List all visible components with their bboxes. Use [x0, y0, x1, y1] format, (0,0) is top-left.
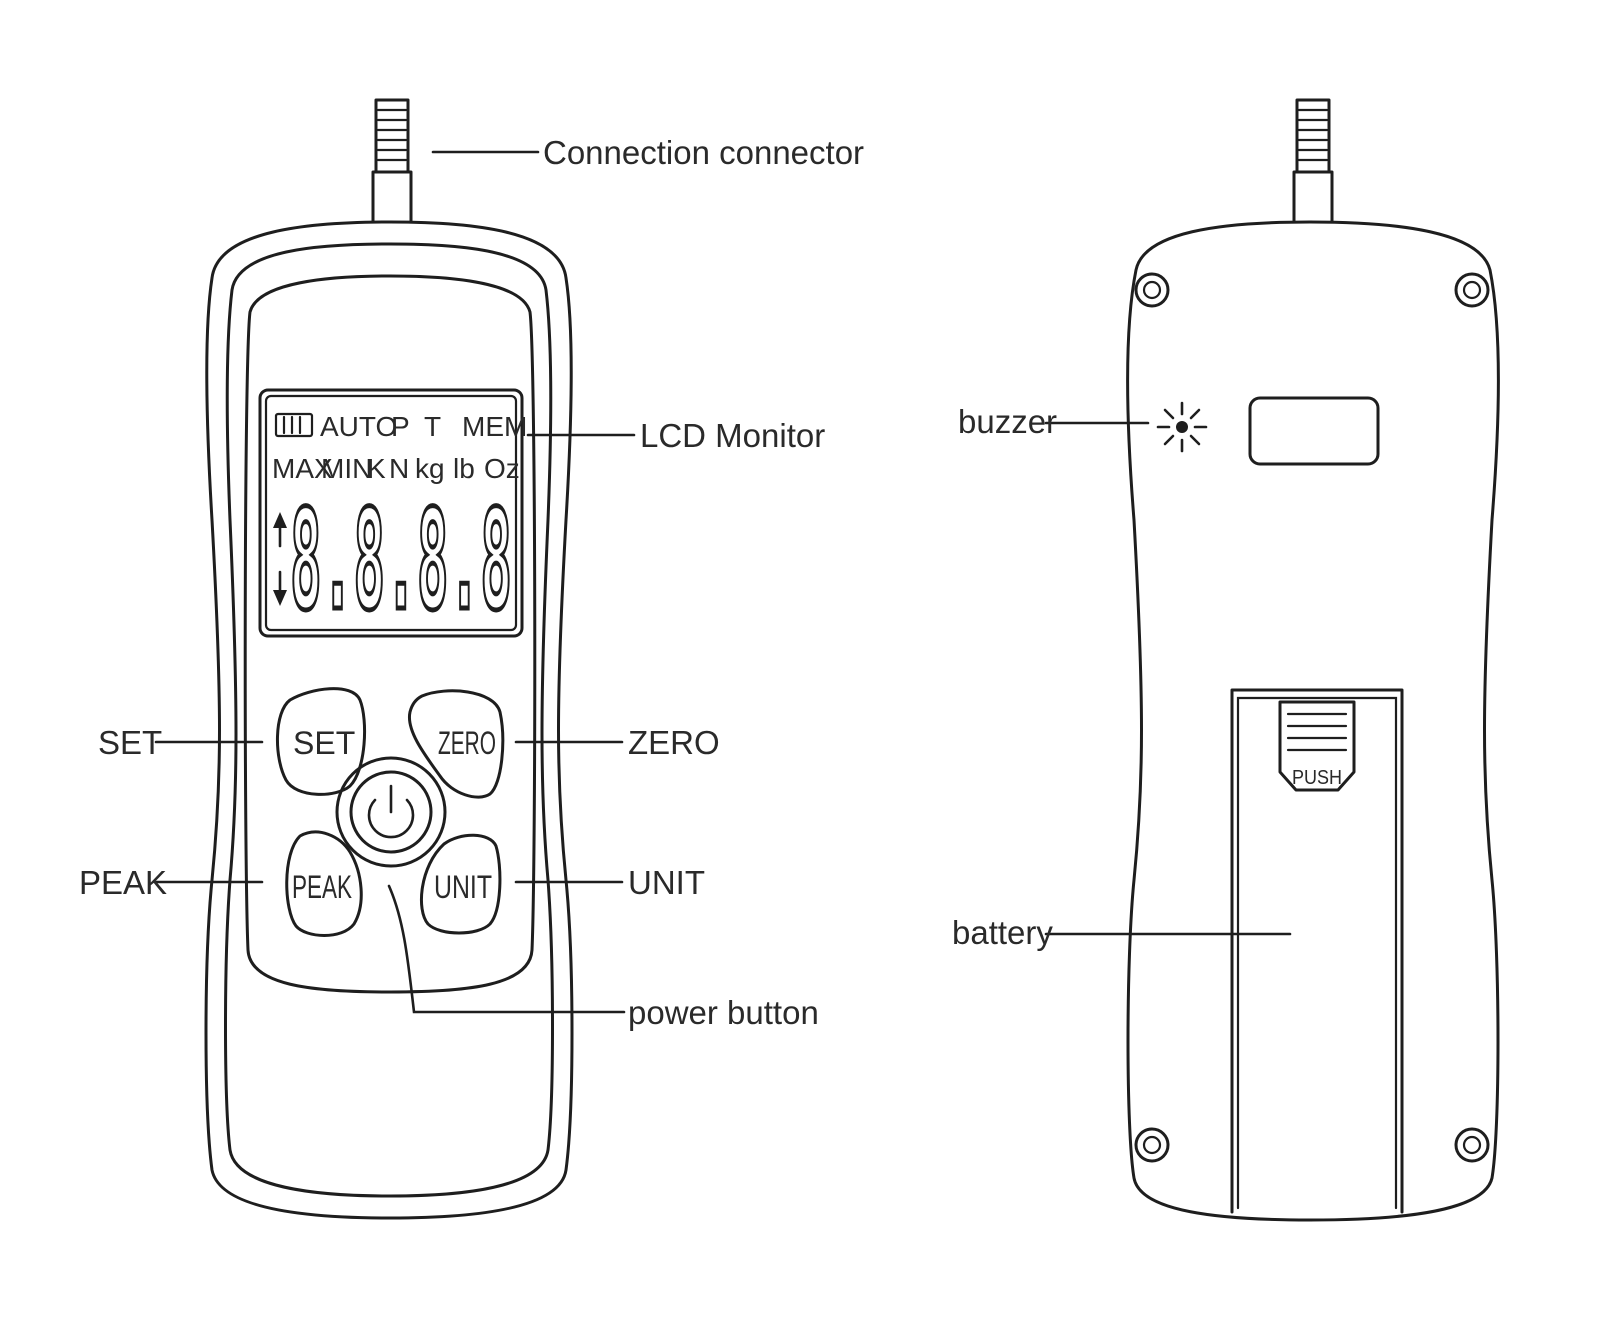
front-face-panel: [243, 274, 537, 994]
lcd-label-min: MIN: [321, 453, 372, 484]
unit-button-label: UNIT: [434, 869, 492, 905]
battery-cover: PUSH: [1230, 688, 1404, 1214]
front-connection-connector: [371, 98, 413, 224]
set-button[interactable]: SET: [276, 687, 367, 796]
push-label: PUSH: [1292, 767, 1342, 789]
battery-indicator-icon: [274, 412, 314, 438]
lcd-label-oz: Oz: [484, 453, 520, 484]
unit-button[interactable]: UNIT: [420, 833, 502, 935]
lcd-label-n: N: [389, 453, 409, 484]
lcd-monitor: AUTO P T MEM MAX MIN K N kg lb Oz 8.8.8.…: [258, 388, 527, 644]
buzzer-icon: [1156, 401, 1208, 453]
front-housing-inner: [224, 242, 554, 1198]
callout-lcd-monitor: LCD Monitor: [640, 417, 825, 454]
screw-icon: [1134, 272, 1490, 1163]
peak-button[interactable]: PEAK: [285, 830, 363, 937]
lcd-label-kg: kg: [415, 453, 445, 484]
lcd-label-k: K: [367, 453, 386, 484]
zero-button[interactable]: ZERO: [407, 689, 505, 799]
front-view: AUTO P T MEM MAX MIN K N kg lb Oz 8.8.8.…: [79, 98, 864, 1220]
zero-button-label: ZERO: [438, 725, 496, 761]
lcd-label-max: MAX: [272, 453, 333, 484]
front-leader-lines: [154, 150, 636, 1014]
callout-peak: PEAK: [79, 864, 167, 901]
lcd-label-lb: lb: [453, 453, 475, 484]
callout-power-button: power button: [628, 994, 819, 1031]
callout-set: SET: [98, 724, 162, 761]
callout-zero: ZERO: [628, 724, 720, 761]
back-label-window: [1248, 396, 1380, 466]
lcd-label-p: P: [391, 411, 410, 442]
callout-connection-connector: Connection connector: [543, 134, 864, 171]
lcd-label-mem: MEM: [462, 411, 527, 442]
callout-unit: UNIT: [628, 864, 705, 901]
back-view: PUSH buzzer battery: [952, 98, 1500, 1222]
back-housing: [1126, 220, 1500, 1222]
set-button-label: SET: [293, 725, 355, 761]
lcd-label-auto: AUTO: [320, 411, 397, 442]
back-leader-lines: [1044, 421, 1292, 936]
lcd-digits: 8.8.8.8: [290, 480, 512, 641]
back-connection-connector: [1292, 98, 1334, 224]
power-icon: [367, 784, 415, 839]
lcd-label-t: T: [424, 411, 441, 442]
peak-button-label: PEAK: [292, 869, 352, 905]
front-housing-outer: [204, 220, 574, 1220]
power-button[interactable]: [335, 756, 447, 868]
push-latch[interactable]: PUSH: [1278, 700, 1356, 792]
callout-battery: battery: [952, 914, 1053, 951]
callout-buzzer: buzzer: [958, 403, 1057, 440]
up-down-arrow-icon: [273, 512, 287, 606]
